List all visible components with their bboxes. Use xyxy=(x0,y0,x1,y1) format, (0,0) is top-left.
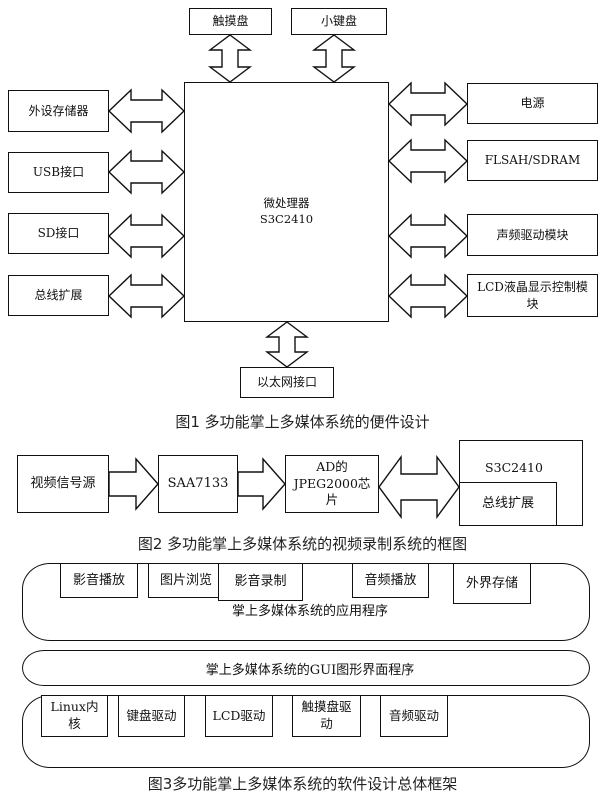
application-layer-label: 掌上多媒体系统的应用程序 xyxy=(231,604,388,619)
power-arrow xyxy=(387,81,469,127)
power-box: 电源 xyxy=(467,83,598,124)
driver-item-keyboard: 键盘驱动 xyxy=(118,695,185,737)
audio-module-arrow xyxy=(387,213,469,259)
saa-to-jpeg-arrow xyxy=(237,457,286,511)
driver-item-audio: 音频驱动 xyxy=(380,695,448,737)
flash-sdram-box: FLSAH/SDRAM xyxy=(467,140,598,181)
flash-sdram-arrow xyxy=(387,138,469,184)
jpeg-to-cpu-arrow xyxy=(378,454,460,520)
lcd-control-module-box: LCD液晶显示控制模块 xyxy=(467,274,598,317)
figure2-caption: 图2 多功能掌上多媒体系统的视频录制系统的框图 xyxy=(137,535,468,553)
keypad-arrow xyxy=(311,34,357,83)
gui-layer-label: 掌上多媒体系统的GUI图形界面程序 xyxy=(205,663,415,678)
lcd-module-arrow xyxy=(387,273,469,319)
driver-item-lcd: LCD驱动 xyxy=(205,695,273,737)
external-storage-box: 外设存储器 xyxy=(8,90,109,132)
app-item-audio-play: 音频播放 xyxy=(352,563,429,598)
ethernet-interface-box: 以太网接口 xyxy=(240,367,334,398)
s3c2410-title: S3C2410 xyxy=(485,460,543,475)
gui-layer xyxy=(22,650,590,686)
video-to-saa-arrow xyxy=(108,457,159,511)
touchpad-arrow xyxy=(207,34,253,83)
app-item-video-play: 影音播放 xyxy=(60,563,138,598)
cpu-model: S3C2410 xyxy=(259,212,314,227)
app-item-picture-browse: 图片浏览 xyxy=(148,563,224,598)
bus-expansion-arrow xyxy=(107,273,186,319)
cpu-name: 微处理器 xyxy=(263,196,310,210)
bus-expansion-box: 总线扩展 xyxy=(8,275,109,316)
app-item-external-storage: 外界存储 xyxy=(453,563,531,604)
ethernet-arrow xyxy=(264,321,310,368)
audio-driver-module-box: 声频驱动模块 xyxy=(467,214,598,256)
saa7133-box: SAA7133 xyxy=(158,455,238,513)
touchpad-box: 触摸盘 xyxy=(189,8,272,35)
external-storage-arrow xyxy=(107,88,186,134)
sd-interface-box: SD接口 xyxy=(8,213,109,254)
video-source-box: 视频信号源 xyxy=(17,455,109,513)
cpu-block: 微处理器 S3C2410 xyxy=(184,82,389,322)
driver-item-touchpad: 触摸盘驱动 xyxy=(292,695,361,737)
figure3-caption: 图3多功能掌上多媒体系统的软件设计总体框架 xyxy=(147,775,458,793)
jpeg2000-chip-box: AD的JPEG2000芯片 xyxy=(285,455,379,513)
keypad-box: 小键盘 xyxy=(291,8,387,35)
bus-expansion-inner-box: 总线扩展 xyxy=(459,482,557,526)
app-item-video-record: 影音录制 xyxy=(218,563,303,601)
driver-item-linux-kernel: Linux内核 xyxy=(41,695,108,737)
cpu-label: 微处理器 S3C2410 xyxy=(260,195,313,227)
figure1-caption: 图1 多功能掌上多媒体系统的便件设计 xyxy=(175,413,430,431)
sd-arrow xyxy=(107,213,186,259)
usb-arrow xyxy=(107,149,186,195)
usb-interface-box: USB接口 xyxy=(8,152,109,193)
